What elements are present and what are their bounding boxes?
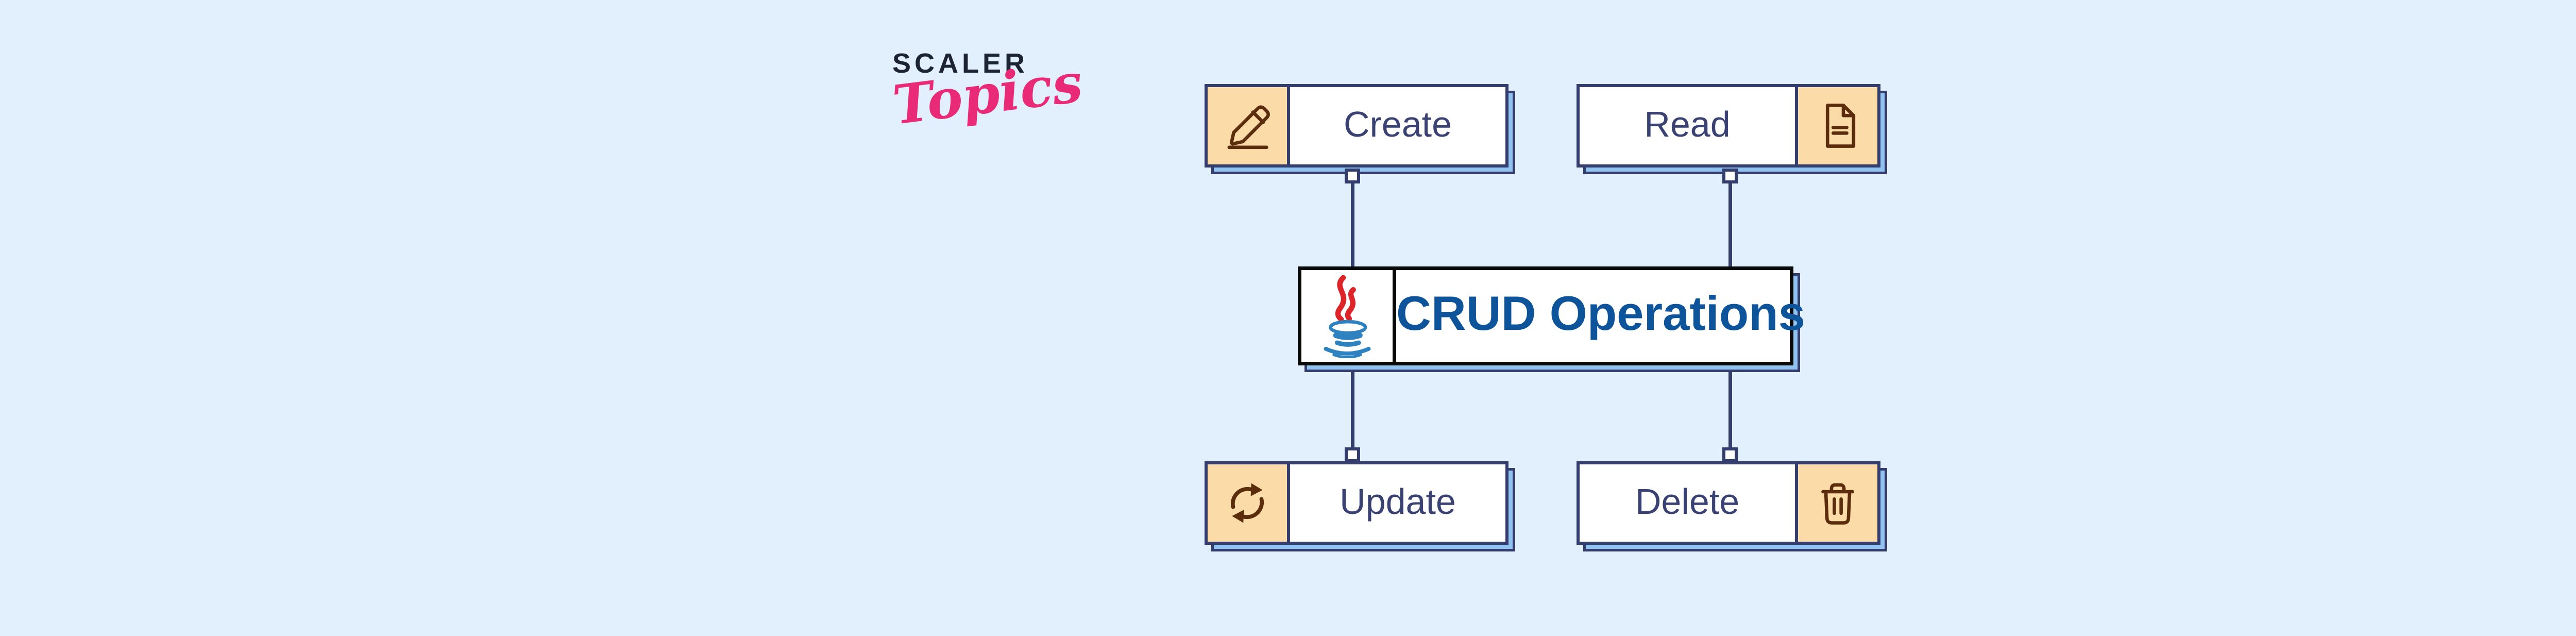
connector-port-create xyxy=(1345,169,1360,183)
node-create: Create xyxy=(1205,84,1515,174)
connector-port-read xyxy=(1722,169,1738,183)
node-create-label: Create xyxy=(1343,104,1452,144)
node-crud-operations: CRUD Operations xyxy=(1298,266,1805,372)
logo-wordmark: SCALER xyxy=(892,48,1029,79)
node-delete-label: Delete xyxy=(1635,481,1740,522)
connector-center-to-delete xyxy=(1728,370,1732,448)
java-logo xyxy=(1301,270,1396,362)
node-delete: Delete xyxy=(1577,461,1887,551)
node-crud-label: CRUD Operations xyxy=(1396,286,1805,340)
connector-create-to-center xyxy=(1351,182,1354,266)
document-icon xyxy=(1795,87,1877,164)
logo-sub-wordmark: Topics xyxy=(889,51,1086,137)
node-read: Read xyxy=(1577,84,1887,174)
trash-icon xyxy=(1795,464,1877,542)
node-read-label: Read xyxy=(1644,104,1731,144)
connector-port-update xyxy=(1345,447,1360,462)
refresh-icon xyxy=(1208,464,1290,542)
node-update: Update xyxy=(1205,461,1515,551)
connector-port-delete xyxy=(1722,447,1738,462)
node-update-label: Update xyxy=(1340,481,1456,522)
pencil-icon xyxy=(1208,87,1290,164)
connector-read-to-center xyxy=(1728,182,1732,266)
scaler-topics-logo: SCALER Topics xyxy=(889,47,1086,137)
connector-center-to-update xyxy=(1351,370,1354,448)
